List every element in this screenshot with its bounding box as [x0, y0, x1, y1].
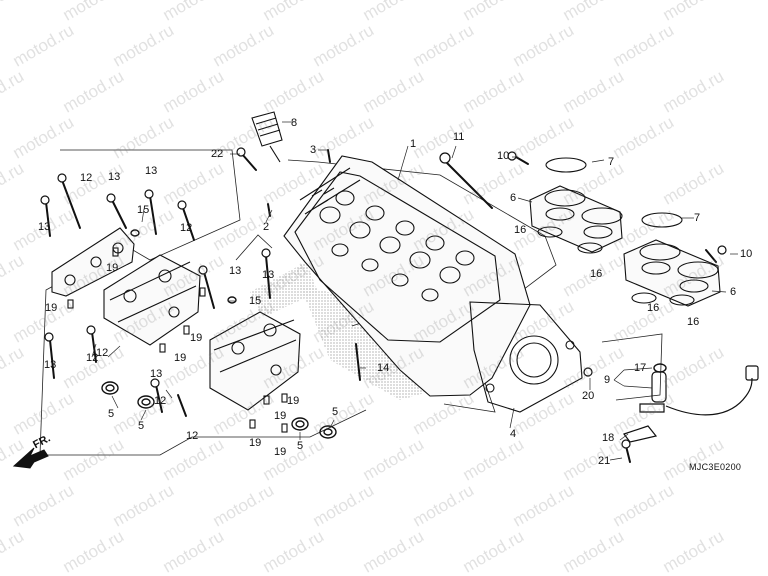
- callout-11: 11: [453, 131, 465, 143]
- callout-19: 19: [274, 410, 287, 422]
- callout-8: 8: [291, 117, 298, 129]
- sensor-assembly: [583, 365, 759, 443]
- callout-5: 5: [108, 408, 115, 420]
- callout-22: 22: [211, 148, 224, 160]
- intake-insulators: [529, 157, 721, 307]
- callout-5: 5: [332, 406, 339, 418]
- callout-6: 6: [510, 192, 517, 204]
- callout-19: 19: [274, 446, 287, 458]
- callout-19: 19: [45, 302, 58, 314]
- group-outline-center-left: [235, 234, 273, 261]
- callout-13: 13: [229, 265, 242, 277]
- callout-13: 13: [145, 165, 158, 177]
- camshaft-holder-lower: [209, 311, 301, 411]
- diagram-code: MJC3E0200: [689, 462, 742, 472]
- callout-12: 12: [154, 395, 167, 407]
- callout-15: 15: [137, 204, 150, 216]
- leader-lines: [91, 121, 738, 461]
- callout-19: 19: [249, 437, 262, 449]
- callout-18: 18: [602, 432, 615, 444]
- callout-10: 10: [497, 150, 510, 162]
- shading-region: [250, 262, 318, 318]
- callout-19: 19: [190, 332, 203, 344]
- callout-15: 15: [249, 295, 262, 307]
- head-gasket: [469, 301, 583, 413]
- callout-19: 19: [106, 262, 119, 274]
- callout-7: 7: [694, 212, 701, 224]
- group-outline-sensor: [601, 333, 663, 401]
- callout-16: 16: [687, 316, 700, 328]
- callout-16: 16: [514, 224, 527, 236]
- callout-1: 1: [410, 138, 417, 150]
- callout-21: 21: [598, 455, 611, 467]
- callout-20: 20: [582, 390, 595, 402]
- spark-plug: [251, 111, 283, 163]
- callout-17: 17: [634, 362, 647, 374]
- callout-10: 10: [740, 248, 753, 260]
- callout-3: 3: [310, 144, 317, 156]
- callout-19: 19: [174, 352, 187, 364]
- dowel-pins: [67, 247, 288, 433]
- callout-12: 12: [186, 430, 199, 442]
- callout-9: 9: [604, 374, 611, 386]
- callout-2: 2: [263, 221, 270, 233]
- group-outline-left: [39, 149, 367, 456]
- callout-5: 5: [138, 420, 145, 432]
- callout-4: 4: [510, 428, 517, 440]
- callout-6: 6: [730, 286, 737, 298]
- callout-13: 13: [262, 269, 275, 281]
- cylinder-head: [283, 155, 531, 397]
- callout-12: 12: [80, 172, 93, 184]
- front-direction-arrow: [12, 447, 49, 469]
- callout-13: 13: [108, 171, 121, 183]
- callout-12: 12: [96, 347, 109, 359]
- callout-14: 14: [377, 362, 390, 374]
- callout-13: 13: [38, 221, 51, 233]
- callout-13: 13: [44, 359, 57, 371]
- callout-13: 13: [150, 368, 163, 380]
- callout-12: 12: [180, 222, 193, 234]
- callout-7: 7: [608, 156, 615, 168]
- callout-16: 16: [647, 302, 660, 314]
- callout-16: 16: [590, 268, 603, 280]
- callout-12: 12: [86, 352, 99, 364]
- callout-19: 19: [287, 395, 300, 407]
- bolts: [40, 147, 727, 463]
- camshaft-holder-middle: [103, 254, 201, 346]
- callout-5: 5: [297, 440, 304, 452]
